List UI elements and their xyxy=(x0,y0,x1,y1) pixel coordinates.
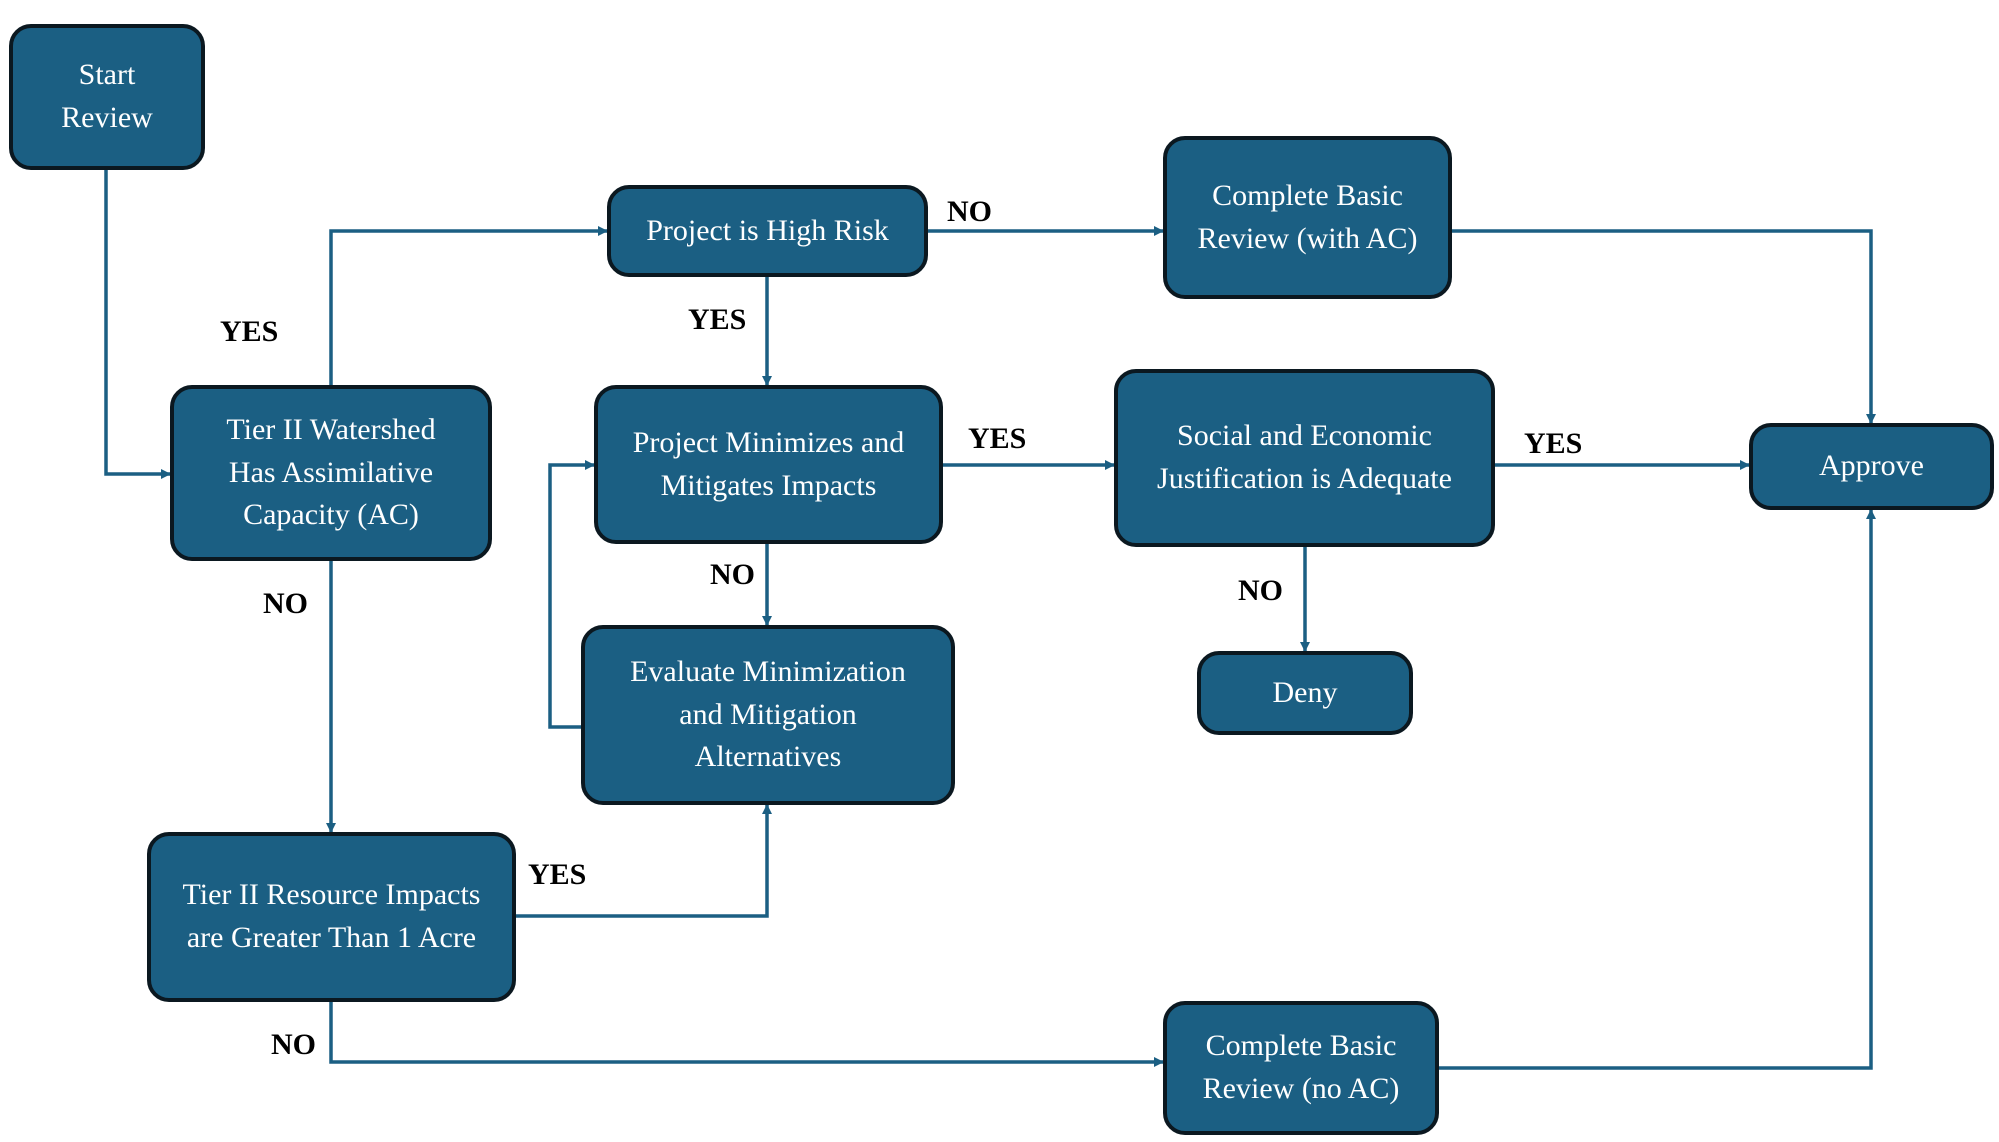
label-watershed-yes: YES xyxy=(220,315,279,348)
edge-resource-to-evaluate xyxy=(516,804,772,918)
edge-basic-ac-to-approve xyxy=(1452,229,1876,424)
edge-basic-noac-to-approve xyxy=(1439,509,1876,1070)
social-economic-node: Social and Economic Justification is Ade… xyxy=(1114,369,1495,547)
basic-review-noac-node: Complete Basic Review (no AC) xyxy=(1163,1001,1439,1135)
label-social-yes: YES xyxy=(1524,427,1583,460)
tier2-watershed-node: Tier II Watershed Has Assimilative Capac… xyxy=(170,385,492,561)
label-high-risk-no: NO xyxy=(947,195,992,228)
label-watershed-no: NO xyxy=(263,587,308,620)
evaluate-alternatives-node: Evaluate Minimization and Mitigation Alt… xyxy=(581,625,955,805)
minimizes-impacts-node: Project Minimizes and Mitigates Impacts xyxy=(594,385,943,544)
high-risk-node: Project is High Risk xyxy=(607,185,928,277)
edge-evaluate-loop-to-minimizes xyxy=(548,460,595,729)
deny-node: Deny xyxy=(1197,651,1413,735)
label-minimizes-yes: YES xyxy=(968,422,1027,455)
edge-resource-to-basic-noac xyxy=(329,1002,1164,1067)
label-resource-yes: YES xyxy=(528,858,587,891)
start-review-node: Start Review xyxy=(9,24,205,170)
label-high-risk-yes: YES xyxy=(688,303,747,336)
label-resource-no: NO xyxy=(271,1028,316,1061)
label-minimizes-no: NO xyxy=(710,558,755,591)
label-social-no: NO xyxy=(1238,574,1283,607)
approve-node: Approve xyxy=(1749,423,1994,510)
edge-watershed-to-high-risk xyxy=(329,226,608,385)
resource-impacts-node: Tier II Resource Impacts are Greater Tha… xyxy=(147,832,516,1002)
basic-review-ac-node: Complete Basic Review (with AC) xyxy=(1163,136,1452,299)
edge-start-to-watershed xyxy=(104,170,171,479)
